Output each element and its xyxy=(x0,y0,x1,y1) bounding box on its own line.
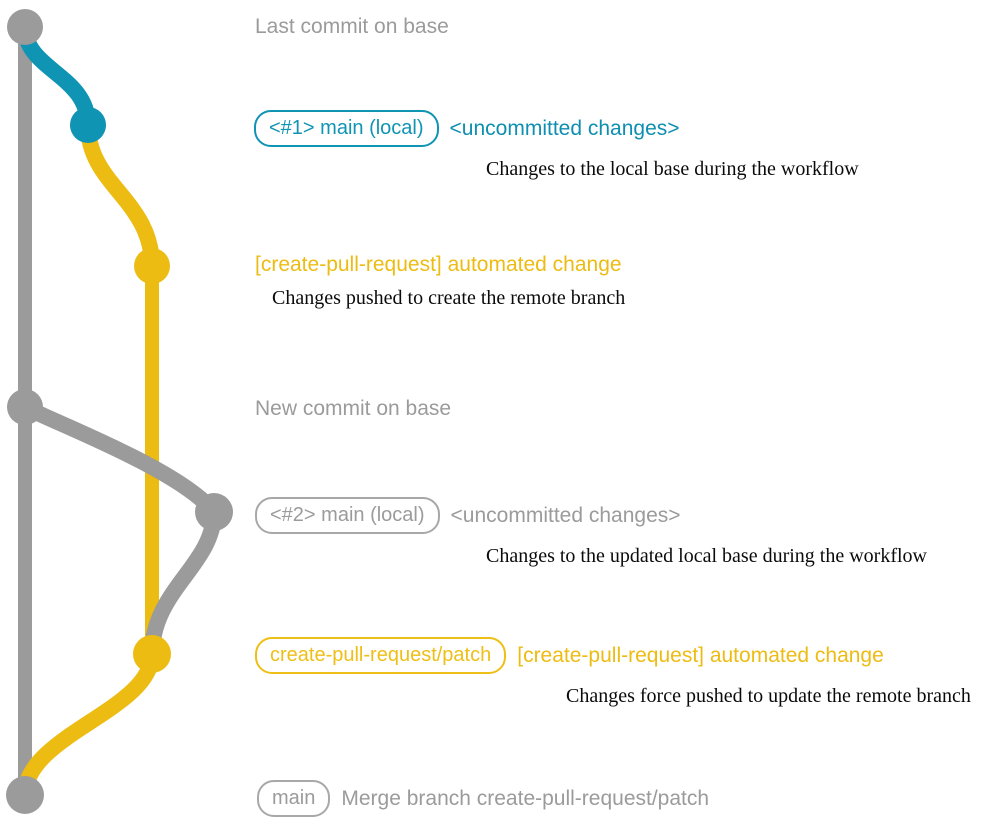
commit-headline: <#2> main (local) <uncommitted changes> xyxy=(255,497,927,534)
node-last-commit-on-base[interactable] xyxy=(7,9,43,45)
node-local-commit-1[interactable] xyxy=(70,107,106,143)
section-heading: New commit on base xyxy=(255,397,452,420)
local-branch-edge-2 xyxy=(17,399,222,520)
commit-description: Changes force pushed to update the remot… xyxy=(566,685,971,707)
node-remote-commit-2[interactable] xyxy=(133,635,171,673)
commit-subject: <uncommitted changes> xyxy=(450,504,681,527)
entry-remote-commit-1: [create-pull-request] automated change C… xyxy=(255,254,625,308)
commit-subject: [create-pull-request] automated change xyxy=(517,644,884,667)
entry-merge-commit: main Merge branch create-pull-request/pa… xyxy=(257,780,709,817)
entry-local-commit-2: <#2> main (local) <uncommitted changes> … xyxy=(255,497,927,566)
commit-description: Changes to the local base during the wor… xyxy=(486,158,859,180)
ref-badge-main-local-1[interactable]: <#1> main (local) xyxy=(254,110,439,147)
entry-remote-commit-2: create-pull-request/patch [create-pull-r… xyxy=(255,637,971,706)
ref-badge-main[interactable]: main xyxy=(257,780,331,817)
section-heading: Last commit on base xyxy=(255,15,449,38)
node-new-commit-on-base[interactable] xyxy=(7,389,43,425)
node-local-commit-2[interactable] xyxy=(195,493,233,531)
node-remote-commit-1[interactable] xyxy=(134,248,170,284)
remote-branch-edge-1 xyxy=(80,117,160,274)
ref-badge-main-local-2[interactable]: <#2> main (local) xyxy=(255,497,440,534)
entry-new-commit-on-base: New commit on base xyxy=(255,398,451,419)
commit-headline: <#1> main (local) <uncommitted changes> xyxy=(254,110,859,147)
node-merge-commit[interactable] xyxy=(6,776,44,814)
entry-local-commit-1: <#1> main (local) <uncommitted changes> … xyxy=(254,110,859,179)
commit-headline: create-pull-request/patch [create-pull-r… xyxy=(255,637,971,674)
commit-description: Changes to the updated local base during… xyxy=(486,545,927,567)
commit-subject: [create-pull-request] automated change xyxy=(255,253,622,276)
commit-subject: <uncommitted changes> xyxy=(449,117,680,140)
commit-headline: main Merge branch create-pull-request/pa… xyxy=(257,780,709,817)
local-to-remote-edge xyxy=(144,504,222,662)
commit-description: Changes pushed to create the remote bran… xyxy=(272,287,626,309)
entry-last-commit-on-base: Last commit on base xyxy=(255,16,449,37)
merge-edge xyxy=(17,646,160,803)
commit-subject: Merge branch create-pull-request/patch xyxy=(341,787,710,810)
ref-badge-create-pull-request-patch[interactable]: create-pull-request/patch xyxy=(255,637,507,674)
